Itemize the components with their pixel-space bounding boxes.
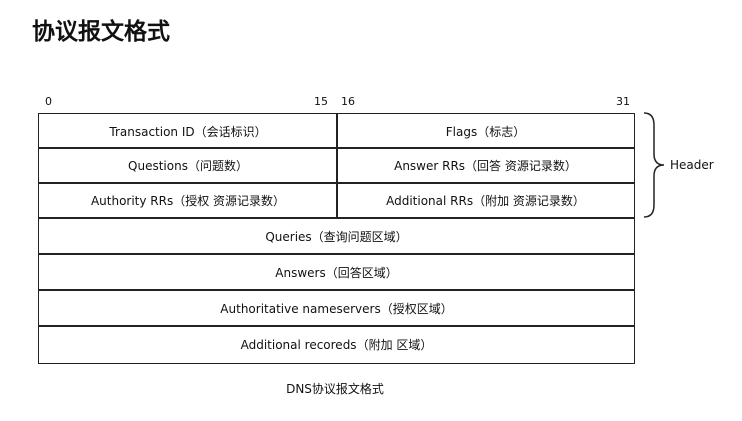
- field-additional-rrs: Additional RRs（附加 资源记录数）: [336, 182, 635, 219]
- field-answer-rrs: Answer RRs（回答 资源记录数）: [336, 147, 635, 184]
- bit-label-31: 31: [616, 95, 630, 108]
- section-additional: Additional recoreds（附加 区域）: [38, 325, 635, 364]
- field-questions: Questions（问题数）: [38, 147, 338, 184]
- field-authority-rrs: Authority RRs（授权 资源记录数）: [38, 182, 338, 219]
- figure-caption: DNS协议报文格式: [286, 382, 384, 396]
- section-queries: Queries（查询问题区域）: [38, 217, 635, 255]
- header-label: Header: [670, 158, 714, 172]
- header-brace-icon: [643, 112, 665, 218]
- section-authoritative: Authoritative nameservers（授权区域）: [38, 289, 635, 327]
- field-transaction-id: Transaction ID（会话标识）: [38, 113, 338, 149]
- page-title: 协议报文格式: [32, 19, 170, 45]
- bit-label-15: 15: [314, 95, 328, 108]
- field-flags: Flags（标志）: [336, 113, 635, 149]
- bit-label-16: 16: [341, 95, 355, 108]
- bit-label-0: 0: [45, 95, 52, 108]
- section-answers: Answers（回答区域）: [38, 253, 635, 291]
